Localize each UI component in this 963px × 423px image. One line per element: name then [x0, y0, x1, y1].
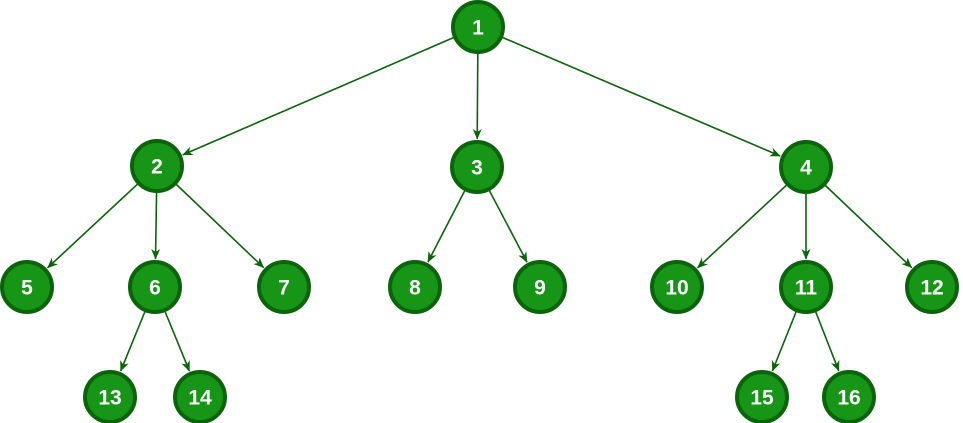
tree-node-circle — [128, 260, 182, 314]
tree-node-circle — [0, 260, 54, 314]
tree-node-label: 3 — [471, 157, 483, 180]
edges-layer — [46, 26, 913, 372]
tree-node-8: 8 — [388, 260, 442, 314]
tree-node-label: 13 — [98, 387, 121, 410]
tree-edge-1-2 — [182, 26, 479, 156]
tree-node-12: 12 — [905, 260, 959, 314]
tree-node-circle — [779, 260, 833, 314]
tree-node-4: 4 — [779, 140, 833, 194]
tree-node-15: 15 — [735, 370, 789, 423]
tree-node-circle — [735, 370, 789, 423]
tree-edge-1-4 — [477, 26, 781, 157]
tree-node-circle — [388, 260, 442, 314]
tree-node-13: 13 — [83, 370, 137, 423]
tree-node-label: 2 — [151, 156, 163, 179]
tree-node-label: 8 — [409, 277, 421, 300]
tree-node-1: 1 — [451, 0, 505, 54]
tree-node-label: 9 — [534, 277, 546, 300]
tree-node-9: 9 — [513, 260, 567, 314]
tree-node-label: 11 — [795, 277, 818, 300]
tree-node-16: 16 — [822, 370, 876, 423]
tree-node-10: 10 — [650, 260, 704, 314]
tree-node-circle — [130, 139, 184, 193]
tree-node-circle — [450, 140, 504, 194]
tree-node-circle — [905, 260, 959, 314]
tree-node-circle — [83, 370, 137, 423]
tree-node-11: 11 — [779, 260, 833, 314]
tree-node-label: 16 — [837, 387, 860, 410]
tree-node-label: 6 — [149, 277, 161, 300]
tree-node-5: 5 — [0, 260, 54, 314]
tree-node-label: 12 — [920, 277, 943, 300]
tree-node-circle — [779, 140, 833, 194]
tree-node-3: 3 — [450, 140, 504, 194]
tree-node-label: 5 — [21, 277, 33, 300]
tree-node-circle — [822, 370, 876, 423]
tree-node-label: 4 — [800, 157, 812, 180]
tree-node-label: 10 — [665, 277, 688, 300]
tree-node-circle — [650, 260, 704, 314]
tree-node-circle — [513, 260, 567, 314]
tree-node-14: 14 — [173, 370, 227, 423]
tree-node-6: 6 — [128, 260, 182, 314]
tree-node-7: 7 — [257, 260, 311, 314]
tree-node-label: 14 — [188, 387, 212, 410]
tree-node-circle — [451, 0, 505, 54]
tree-node-circle — [257, 260, 311, 314]
tree-node-label: 15 — [750, 387, 774, 410]
tree-node-2: 2 — [130, 139, 184, 193]
tree-node-circle — [173, 370, 227, 423]
tree-node-label: 7 — [278, 277, 290, 300]
tree-node-label: 1 — [472, 17, 484, 40]
